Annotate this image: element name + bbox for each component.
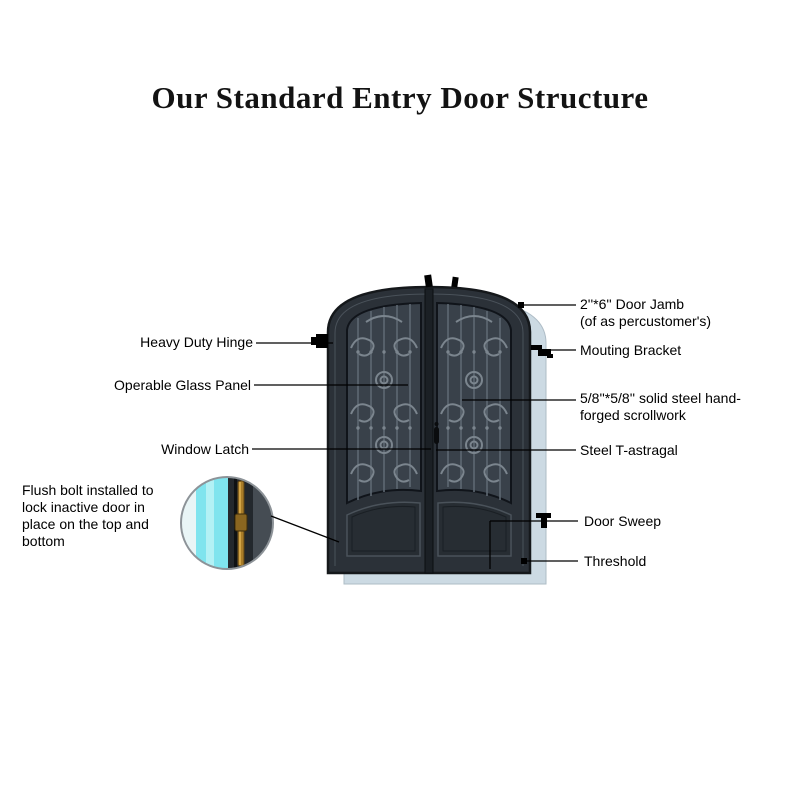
label-threshold: Threshold [584,553,647,569]
label-heavy-duty-hinge: Heavy Duty Hinge [140,334,253,350]
hinge-icon [311,334,328,348]
mounting-bracket-icon [531,345,553,358]
top-mounting-bracket-icon [424,274,459,288]
flush-bolt-magnifier-icon [180,476,274,570]
label-door-sweep: Door Sweep [584,513,662,529]
window-latch-handle [434,422,439,444]
label-door-jamb-line2: (of as percustomer's) [580,313,712,329]
label-scrollwork: 5/8''*5/8'' solid steel hand-forged scro… [580,390,741,423]
label-steel-t-astragal: Steel T-astragal [580,442,678,458]
bottom-panels [346,501,512,557]
label-operable-glass-panel: Operable Glass Panel [114,377,251,393]
label-window-latch: Window Latch [161,441,249,457]
label-flush-bolt: Flush bolt installed to lock inactive do… [22,482,154,549]
label-mounting-bracket: Mouting Bracket [580,342,682,358]
double-door [326,285,532,575]
label-door-jamb-line1: 2''*6'' Door Jamb [580,296,685,312]
page-title: Our Standard Entry Door Structure [151,80,649,115]
leader-lines [252,304,578,569]
door-sweep-icon [536,513,551,528]
label-door-jamb: 2''*6'' Door Jamb (of as percustomer's) [580,296,711,330]
t-astragal [424,288,434,574]
